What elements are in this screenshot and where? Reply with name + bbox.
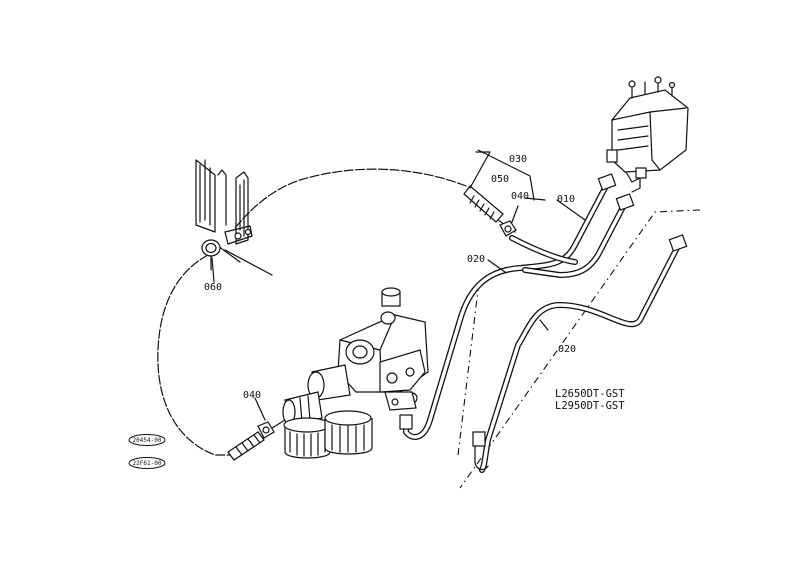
cable-boot-bottom bbox=[227, 419, 286, 461]
ref-code-1-text: 20454-00 bbox=[133, 437, 162, 444]
nut-040-top bbox=[499, 220, 517, 237]
label-060: 060 bbox=[204, 282, 222, 293]
ref-code-2-text: 22F61-00 bbox=[133, 460, 162, 467]
label-010: 010 bbox=[557, 194, 575, 205]
steering-valve-assembly bbox=[282, 287, 429, 426]
label-040-top: 040 bbox=[511, 191, 529, 202]
model-label-2: L2950DT-GST bbox=[555, 400, 625, 412]
filter-canisters bbox=[283, 410, 373, 459]
lever-bracket-assembly bbox=[195, 159, 273, 276]
label-050: 050 bbox=[491, 174, 509, 185]
label-030: 030 bbox=[509, 154, 527, 165]
label-020-mid: 020 bbox=[558, 344, 576, 355]
pipe-fittings bbox=[399, 173, 688, 471]
cable-boot-050 bbox=[463, 149, 546, 233]
label-020-top: 020 bbox=[467, 254, 485, 265]
model-label-1: L2650DT-GST bbox=[555, 388, 625, 400]
ref-code-1: 20454-00 bbox=[128, 434, 166, 446]
phantom-boundary-lines bbox=[457, 209, 701, 489]
hydraulic-pipes bbox=[403, 183, 681, 473]
leader-lines bbox=[211, 199, 586, 421]
label-040-bottom: 040 bbox=[243, 390, 261, 401]
throttle-cable bbox=[157, 168, 467, 456]
ref-code-2: 22F61-00 bbox=[128, 457, 166, 469]
grommet-060 bbox=[201, 239, 221, 271]
hydraulic-pump-unit bbox=[606, 76, 689, 193]
